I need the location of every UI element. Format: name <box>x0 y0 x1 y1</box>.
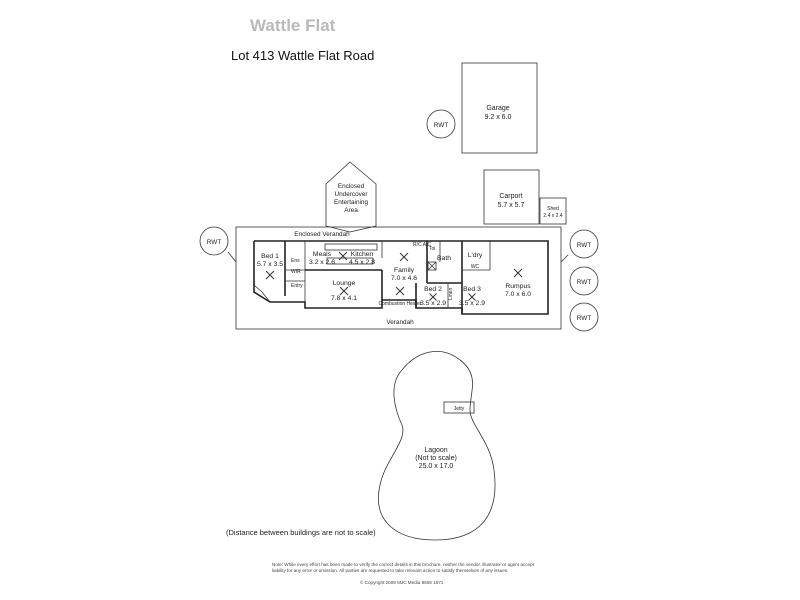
linen-label: Linen <box>448 288 454 300</box>
entertaining-line2: Undercover <box>334 191 368 198</box>
rumpus-label: Rumpus <box>505 283 531 290</box>
carport: Carport 5.7 x 5.7 <box>483 169 540 225</box>
bed-2-label: Bed 2 <box>424 286 442 293</box>
room-bed-2: Bed 2 3.5 x 2.9 <box>420 286 446 307</box>
lagoon: Jetty Lagoon (Not to scale) 25.0 x 17.0 <box>378 351 496 541</box>
entry-label: Entry <box>291 283 303 289</box>
bath-label: Bath <box>437 255 451 262</box>
rwt-label: RWT <box>577 315 592 322</box>
rumpus-size: 7.0 x 6.0 <box>505 291 531 298</box>
entertaining-area: Enclosed Undercover Entertaining Area <box>325 161 377 233</box>
rc-ac-label: R/C A/C <box>413 242 431 248</box>
carport-label: Carport <box>499 193 522 200</box>
rwt-label: RWT <box>577 242 592 249</box>
heater-label: Combustion Heater <box>378 301 421 307</box>
lounge-size: 7.8 x 4.1 <box>331 295 357 302</box>
verandah-label: Verandah <box>386 319 414 326</box>
plan-title: Wattle Flat <box>250 16 336 35</box>
lagoon-size: 25.0 x 17.0 <box>419 463 454 470</box>
wc-label: WC <box>471 264 480 270</box>
room-family: Family 7.0 x 4.6 <box>391 252 417 296</box>
room-bed-3: Bed 3 3.5 x 2.9 <box>459 286 485 307</box>
garage-size: 9.2 x 6.0 <box>485 114 512 121</box>
ceiling-fan-icon <box>513 268 523 278</box>
rwt-tank: RWT <box>569 266 599 296</box>
ensuite-label: Ens <box>291 258 300 264</box>
lagoon-note: (Not to scale) <box>415 455 457 462</box>
family-label: Family <box>394 267 415 274</box>
bed-1-label: Bed 1 <box>261 253 279 260</box>
carport-size: 5.7 x 5.7 <box>498 202 525 209</box>
family-size: 7.0 x 4.6 <box>391 275 417 282</box>
ceiling-fan-icon <box>338 251 348 261</box>
room-laundry: L'dry <box>468 252 483 259</box>
jetty-label: Jetty <box>454 406 465 412</box>
garage: Garage 9.2 x 6.0 <box>461 62 538 154</box>
rwt-tank: RWT <box>199 226 229 256</box>
bed-2-size: 3.5 x 2.9 <box>420 300 446 307</box>
disclaimer: Note: While every effort has been made t… <box>272 562 534 573</box>
entertaining-line3: Entertaining <box>334 199 369 206</box>
ceiling-fan-icon <box>395 286 405 296</box>
rwt-tank: RWT <box>426 109 456 139</box>
house-walls <box>253 240 549 315</box>
kitchen-label: Kitchen <box>351 251 374 258</box>
scale-note: (Distance between buildings are not to s… <box>226 528 376 537</box>
bed-3-size: 3.5 x 2.9 <box>459 300 485 307</box>
garage-label: Garage <box>486 105 509 112</box>
room-rumpus: Rumpus 7.0 x 6.0 <box>505 268 531 298</box>
room-bath: Bath <box>427 255 451 271</box>
meals-size: 3.2 x 2.6 <box>309 259 335 266</box>
toilet-label: Toi <box>429 246 435 252</box>
bed-3-label: Bed 3 <box>463 286 481 293</box>
room-meals: Meals 3.2 x 2.6 <box>309 251 335 266</box>
property-address: Lot 413 Wattle Flat Road <box>231 48 375 63</box>
ceiling-fan-icon <box>339 286 349 296</box>
lounge-label: Lounge <box>333 280 356 287</box>
laundry-label: L'dry <box>468 252 483 259</box>
rwt-tank: RWT <box>569 229 599 259</box>
room-lounge: Lounge 7.8 x 4.1 <box>331 280 357 302</box>
rwt-label: RWT <box>577 279 592 286</box>
room-bed-1: Bed 1 5.7 x 3.5 <box>257 253 283 280</box>
enclosed-verandah-label: Enclosed Verandah <box>294 231 350 238</box>
ceiling-fan-icon <box>468 293 476 301</box>
kitchen-size: 4.5 x 2.8 <box>349 259 375 266</box>
entertaining-line1: Enclosed <box>338 183 365 190</box>
ceiling-fan-icon <box>399 252 409 262</box>
jetty <box>443 401 475 414</box>
shed-label: Shed <box>547 206 559 212</box>
shed: Shed 2.4 x 2.4 <box>539 197 567 225</box>
lagoon-label: Lagoon <box>424 447 447 454</box>
room-kitchen: Kitchen 4.5 x 2.8 <box>349 251 375 266</box>
rwt-label: RWT <box>207 239 222 246</box>
entertaining-line4: Area <box>344 207 358 214</box>
ceiling-fan-icon <box>429 293 437 301</box>
rwt-tank: RWT <box>569 302 599 332</box>
rwt-label: RWT <box>434 122 449 129</box>
ceiling-fan-icon <box>265 270 275 280</box>
bed-1-size: 5.7 x 3.5 <box>257 261 283 268</box>
copyright: © Copyright 2009 MJC Media 8559 1871 <box>360 580 444 585</box>
shed-size: 2.4 x 2.4 <box>543 213 562 219</box>
meals-label: Meals <box>313 251 332 258</box>
wir-label: WIR <box>291 269 301 275</box>
verandah-outline <box>235 226 562 330</box>
